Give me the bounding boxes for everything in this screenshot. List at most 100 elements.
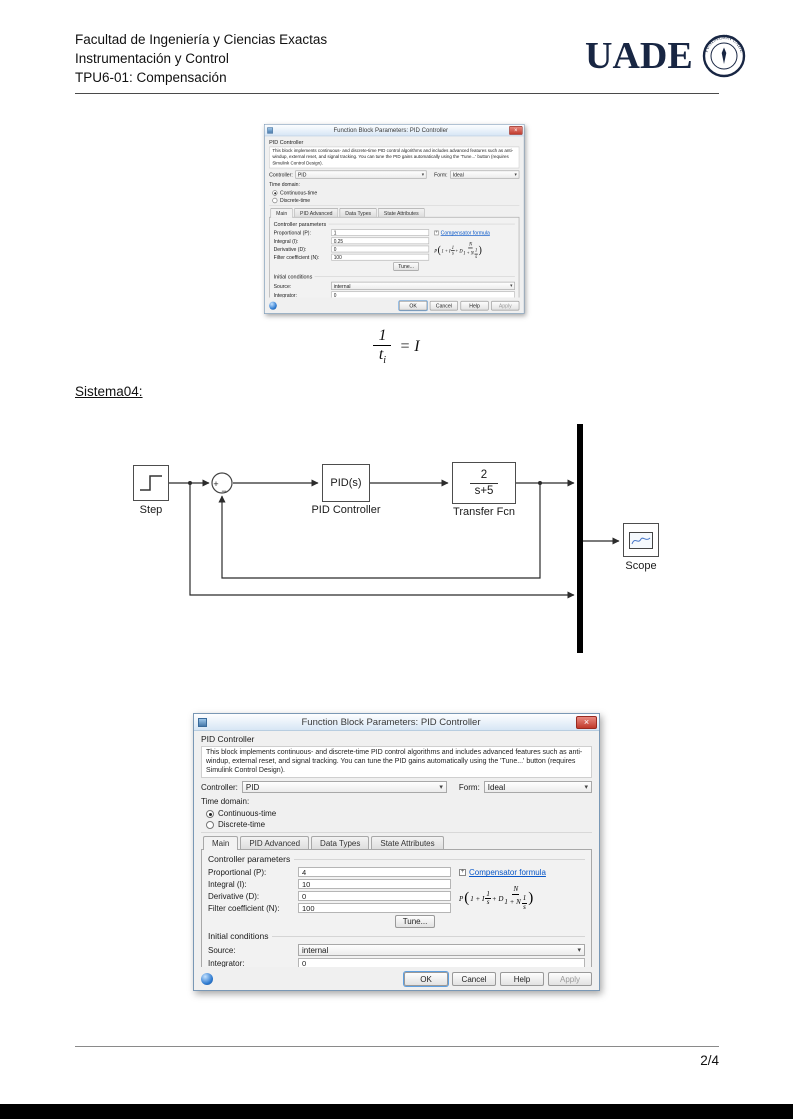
cancel-button[interactable]: Cancel <box>429 300 458 311</box>
source-dropdown[interactable]: internal▾ <box>331 281 515 291</box>
formula-den: s <box>475 253 478 259</box>
dialog-titlebar[interactable]: Function Block Parameters: PID Controlle… <box>264 124 524 137</box>
scope-block-label: Scope <box>625 560 657 572</box>
controller-dropdown[interactable]: PID ▾ <box>295 170 427 179</box>
ok-button[interactable]: OK <box>404 972 448 986</box>
form-dropdown[interactable]: Ideal ▾ <box>450 170 520 179</box>
source-label: Source: <box>208 945 236 955</box>
sum-junction <box>211 472 233 494</box>
tab-main[interactable]: Main <box>203 836 239 851</box>
tab-bar: Main PID Advanced Data Types State Attri… <box>201 835 592 851</box>
transfer-fcn-block[interactable]: 2 s+5 <box>452 462 516 504</box>
source-value: internal <box>333 282 351 290</box>
tune-button[interactable]: Tune... <box>393 262 419 272</box>
dialog-titlebar[interactable]: Function Block Parameters: PID Controlle… <box>194 714 599 731</box>
uade-wordmark: UADE <box>585 35 693 77</box>
compensator-formula-link[interactable]: Compensator formula <box>440 230 490 237</box>
tab-bar: Main PID Advanced Data Types State Attri… <box>269 207 519 218</box>
integrator-input[interactable]: 0 <box>298 958 585 967</box>
chevron-down-icon: ▾ <box>421 172 424 178</box>
dialog-buttons: OK Cancel Help Apply <box>269 300 520 311</box>
form-dropdown[interactable]: Ideal ▾ <box>483 781 592 794</box>
pid-dialog: Function Block Parameters: PID Controlle… <box>193 713 600 991</box>
tab-state-attributes[interactable]: State Attributes <box>371 836 444 851</box>
formula-rhs: = I <box>399 338 420 356</box>
controller-dropdown[interactable]: PID ▾ <box>241 781 447 794</box>
form-label: Form: <box>458 782 480 792</box>
main-tab-panel: Controller parameters Proportional (P): … <box>201 849 592 967</box>
tab-data-types[interactable]: Data Types <box>339 208 377 218</box>
expand-icon[interactable]: + <box>434 230 439 236</box>
tab-main[interactable]: Main <box>270 208 294 218</box>
formula-den: s <box>486 898 490 907</box>
help-icon[interactable] <box>269 301 277 310</box>
divider <box>272 935 585 937</box>
mux-bar[interactable] <box>577 424 583 653</box>
integrator-label: Integrator: <box>273 291 297 298</box>
scope-screen-icon <box>629 531 653 549</box>
tune-button[interactable]: Tune... <box>395 915 435 929</box>
header-course: Instrumentación y Control <box>75 51 229 66</box>
form-label: Form: <box>434 171 448 178</box>
radio-continuous-time[interactable]: Continuous-time <box>206 809 592 818</box>
form-value: Ideal <box>487 782 506 792</box>
formula-term: + D <box>455 248 463 254</box>
source-dropdown[interactable]: internal▾ <box>298 944 585 957</box>
proportional-input[interactable]: 1 <box>331 229 430 237</box>
header-divider <box>75 93 719 94</box>
expand-icon[interactable]: + <box>459 869 466 877</box>
pid-dialog-small-wrap: Function Block Parameters: PID Controlle… <box>264 124 526 315</box>
formula-term: 1 + I <box>441 248 451 254</box>
filter-coefficient-input[interactable]: 100 <box>331 253 430 261</box>
controller-label: Controller: <box>269 171 293 178</box>
proportional-input[interactable]: 4 <box>298 867 451 878</box>
integral-value: 10 <box>302 879 311 889</box>
formula-num: 1 <box>521 893 528 904</box>
footer-divider <box>75 1046 719 1047</box>
controller-value: PID <box>297 171 307 178</box>
chevron-down-icon: ▾ <box>439 784 443 792</box>
help-icon[interactable] <box>201 973 213 985</box>
derivative-input[interactable]: 0 <box>298 891 451 902</box>
help-button[interactable]: Help <box>500 972 544 986</box>
radio-discrete-time[interactable]: Discrete-time <box>206 820 592 829</box>
uade-seal-icon: FUNDACIÓN UADE <box>702 34 745 78</box>
close-icon: × <box>514 126 518 134</box>
compensator-formula-link[interactable]: Compensator formula <box>469 868 546 878</box>
formula-numerator: 1 <box>373 327 392 347</box>
tab-pid-advanced[interactable]: PID Advanced <box>240 836 310 851</box>
derivative-input[interactable]: 0 <box>331 245 430 253</box>
apply-button[interactable]: Apply <box>491 300 520 311</box>
filter-coefficient-input[interactable]: 100 <box>298 903 451 914</box>
page-number: 2/4 <box>700 1053 719 1068</box>
proportional-label: Proportional (P): <box>208 867 267 877</box>
chevron-down-icon: ▾ <box>577 947 581 955</box>
cancel-button[interactable]: Cancel <box>452 972 496 986</box>
tab-pid-advanced[interactable]: PID Advanced <box>294 208 339 218</box>
formula-den: 1 + N <box>504 898 521 907</box>
integrator-input[interactable]: 0 <box>331 291 515 298</box>
close-button[interactable]: × <box>576 715 597 729</box>
scope-block[interactable] <box>623 523 659 557</box>
pid-controller-block[interactable]: PID(s) <box>322 464 370 502</box>
radio-label: Continuous-time <box>218 809 277 819</box>
derivative-label: Derivative (D): <box>273 246 307 253</box>
divider <box>201 832 592 834</box>
block-heading: PID Controller <box>269 138 304 146</box>
close-button[interactable]: × <box>509 125 523 135</box>
step-block[interactable] <box>133 465 169 501</box>
radio-continuous-time[interactable]: Continuous-time <box>272 190 519 196</box>
derivative-value: 0 <box>333 246 337 253</box>
tab-data-types[interactable]: Data Types <box>311 836 370 851</box>
integral-input[interactable]: 0.25 <box>331 237 430 245</box>
integral-input[interactable]: 10 <box>298 879 451 890</box>
divider <box>294 858 585 860</box>
formula-num: 1 <box>451 244 455 252</box>
tab-state-attributes[interactable]: State Attributes <box>378 208 425 218</box>
apply-button[interactable]: Apply <box>548 972 592 986</box>
ok-button[interactable]: OK <box>399 300 428 311</box>
radio-discrete-time[interactable]: Discrete-time <box>272 197 519 203</box>
help-button[interactable]: Help <box>460 300 489 311</box>
